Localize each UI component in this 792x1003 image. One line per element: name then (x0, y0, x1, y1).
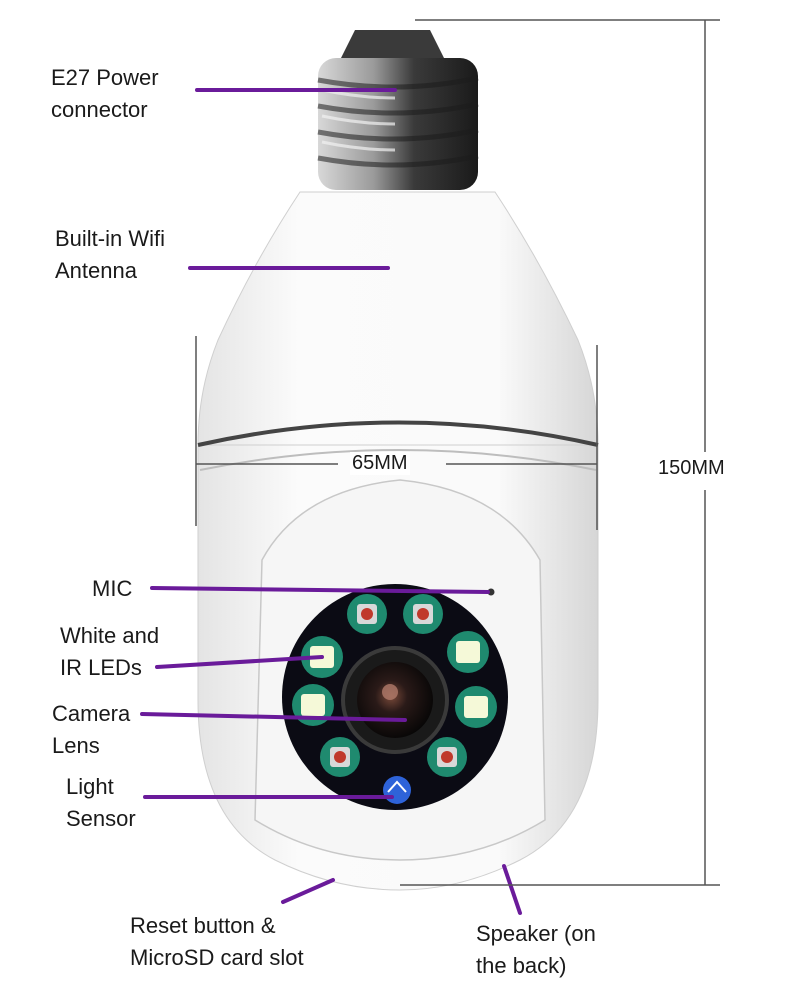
label-speaker: Speaker (on the back) (476, 918, 596, 982)
label-light-line1: Light (66, 774, 114, 799)
label-reset-microsd: Reset button & MicroSD card slot (130, 910, 304, 974)
label-e27-line1: E27 Power (51, 65, 159, 90)
label-lens-line1: Camera (52, 701, 131, 726)
led-red (347, 594, 387, 634)
bulb-upper-shell (197, 191, 599, 446)
label-e27-line2: connector (51, 97, 148, 122)
dimension-height: 150MM (656, 457, 727, 480)
mic-hole (487, 588, 495, 596)
label-wifi-line2: Antenna (55, 258, 137, 283)
led-red (320, 737, 360, 777)
label-reset-line1: Reset button & (130, 913, 276, 938)
label-wifi-line1: Built-in Wifi (55, 226, 166, 251)
label-camera-lens: Camera Lens (52, 698, 130, 762)
label-mic-line1: MIC (92, 576, 133, 601)
led-white (455, 686, 497, 728)
leader-lens (140, 712, 407, 722)
label-lens-line2: Lens (52, 733, 100, 758)
label-mic: MIC (92, 573, 132, 605)
leader-leds (155, 655, 324, 669)
dimension-width: 65MM (350, 452, 410, 475)
e27-screw-base (317, 30, 479, 190)
seam-line (197, 420, 599, 447)
led-white (447, 631, 489, 673)
label-wifi-antenna: Built-in Wifi Antenna (55, 223, 165, 287)
leader-reset (281, 878, 335, 904)
led-red (403, 594, 443, 634)
label-speaker-line2: the back) (476, 953, 567, 978)
led-white (292, 684, 334, 726)
label-reset-line2: MicroSD card slot (130, 945, 304, 970)
light-sensor (383, 776, 411, 804)
camera-lens (341, 646, 449, 754)
label-e27-power-connector: E27 Power connector (51, 62, 159, 126)
led-cluster (292, 594, 497, 777)
label-light-sensor: Light Sensor (66, 771, 136, 835)
label-leds-line2: IR LEDs (60, 655, 142, 680)
leader-speaker (502, 864, 522, 915)
label-white-ir-leds: White and IR LEDs (60, 620, 159, 684)
led-red (427, 737, 467, 777)
label-leds-line1: White and (60, 623, 160, 648)
leader-mic (150, 586, 490, 594)
label-light-line2: Sensor (66, 806, 136, 831)
label-speaker-line1: Speaker (on (476, 921, 596, 946)
